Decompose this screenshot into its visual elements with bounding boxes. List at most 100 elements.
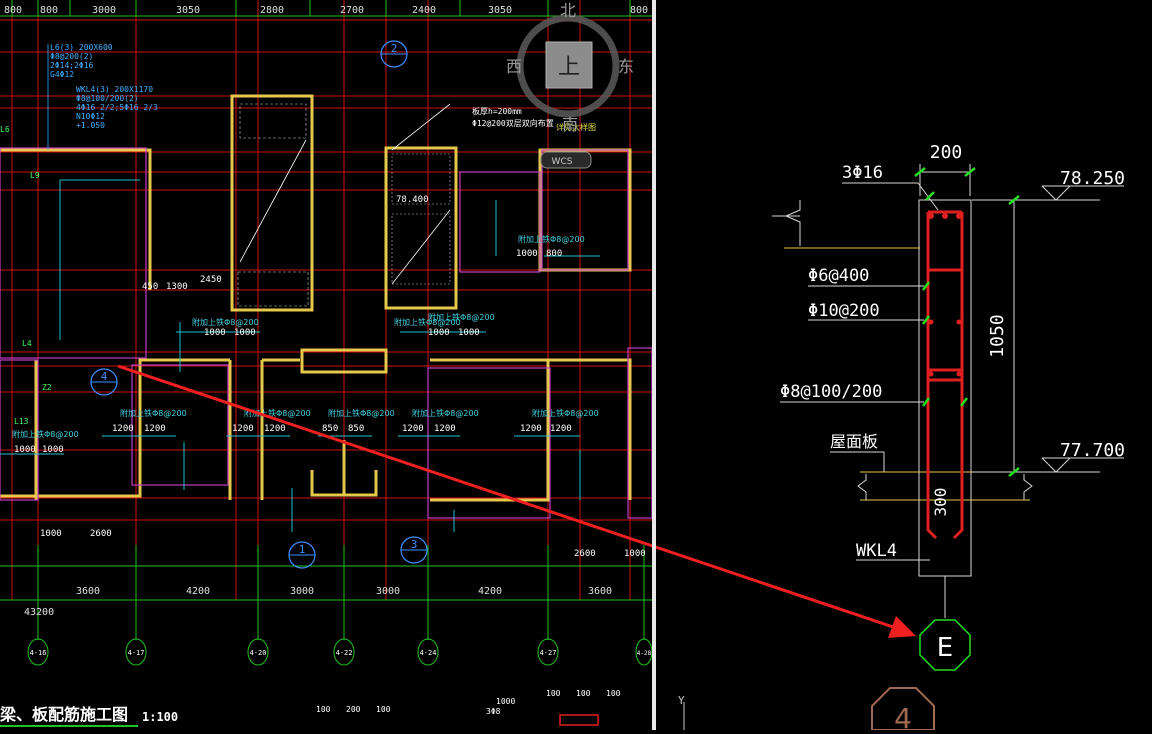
axis-bubble-label: 4-24 [420,649,437,657]
dim-text: 2700 [340,5,364,16]
axis-bubble-label: 4-20 [250,649,267,657]
beam-tag: L9 [30,171,40,180]
axis-bubble[interactable]: 4-22 [333,638,355,666]
stirrup-label: Φ8@100/200 [780,382,882,402]
bottom-misc-labels: 1000 3Φ8 100 200 100 100 100 100 [316,689,621,716]
dim-text: 3Φ8 [486,707,501,716]
rebar-label: 附加上铁Φ8@200 [518,234,585,244]
column-tag: Z2 [42,383,52,392]
grid-lines-horizontal [0,19,652,521]
axis-bubble[interactable]: 4-16 [27,638,49,666]
width-dimension: 200 [930,142,963,163]
annotation-arrow [117,364,916,638]
viewcube-face[interactable] [545,41,593,89]
dim-text: 1200 [264,424,286,434]
section-marker-3[interactable]: 3 [400,536,428,564]
rebar-label: 附加上铁Φ8@200 [12,429,79,439]
dim-text: 1200 [144,424,166,434]
height-dimension: 1050 [987,314,1008,357]
axis-label: E [937,633,953,663]
callout-line: G4Φ12 [50,70,74,79]
axis-bubble-label: 4-16 [30,649,47,657]
dimension-ticks [914,167,1020,477]
dim-text: 1000 [42,445,64,455]
rebar-label: 附加上铁Φ8@200 [412,408,479,418]
dim-text: 3000 [376,586,400,597]
viewcube-top-label[interactable]: 上 [558,55,580,80]
hatched-areas [237,103,451,307]
dim-text: 1000 [428,328,450,338]
dim-text: 2600 [90,529,112,539]
section-marker-label: 3 [411,538,418,551]
dim-text: 1200 [434,424,456,434]
axis-bubble-label: 4-27 [540,649,557,657]
beam-callout-wkl4: WKL4(3) 200X1170 Φ8@100/200(2) 4Φ16 2/2;… [76,85,158,130]
axis-bubble[interactable]: 4-24 [417,638,439,666]
callout-line: +1.050 [76,121,105,130]
section-marker-4[interactable]: 4 [90,368,118,396]
beam-tag: L4 [22,339,32,348]
beam-tag: L13 [14,417,29,426]
axis-bubble-e[interactable]: E [919,619,971,671]
right-viewport[interactable]: 200 3Φ16 78.250 Φ6@400 Φ10@200 Φ8@100/20… [656,0,1152,734]
viewcube[interactable]: 上 北 南 东 西 [506,1,634,134]
tie-rebar-label: Φ6@400 [808,266,869,286]
rebar-label: 附加上铁Φ8@200 [328,408,395,418]
side-bar-label: Φ10@200 [808,301,880,321]
dim-text: 800 [4,5,22,16]
note-line: 板厚h=200mm [472,106,522,116]
left-viewport[interactable]: 800 800 3000 3050 2800 2700 2400 3050 80… [0,0,653,727]
viewcube-ring[interactable] [516,14,620,118]
axis-bubble-label: 4-22 [336,649,353,657]
viewport-divider[interactable] [652,0,656,730]
dim-text: 1000 [516,249,538,259]
axis-bubble[interactable]: 4-20 [247,638,269,666]
top-elevation: 78.250 [1060,168,1125,189]
dim-text: 1300 [166,282,188,292]
section-marker-label: 4 [101,370,108,383]
axis-bubble[interactable]: 4-27 [537,638,559,666]
viewcube-west[interactable]: 西 [506,57,522,76]
dim-text: 1000 [204,328,226,338]
section-marker-1[interactable]: 1 [288,541,316,569]
viewcube-south[interactable]: 南 [562,115,578,134]
slab-dimension: 300 [931,488,950,517]
rebar-label: 附加上铁Φ8@200 [428,312,495,322]
section-marker-2[interactable]: 2 [380,40,408,68]
beam-label: WKL4 [856,541,897,561]
wcs-badge[interactable]: WCS [540,151,592,169]
viewcube-north[interactable]: 北 [560,1,576,20]
axis-bubble-label: 4-28 [637,650,652,657]
axis-lines [0,0,652,640]
callout-line: Φ8@100/200(2) [76,94,139,103]
dim-text: 100 [376,705,391,714]
dim-text: 4200 [478,586,502,597]
dim-text: 100 [316,705,331,714]
axis-bubble[interactable]: 4-28 [635,638,653,666]
section-marker-label: 2 [391,42,398,55]
dim-text: 2400 [412,5,436,16]
beam-callout-l6: L6(3) 200X600 Φ8@200(2) 2Φ14;2Φ16 G4Φ12 [50,43,113,79]
viewcube-east[interactable]: 东 [618,57,634,76]
dim-text: 450 [142,282,158,292]
axis-bubble[interactable]: 4-17 [125,638,147,666]
section-markers: 1 2 3 4 [90,40,428,569]
elevation-mark: 78.400 [396,195,429,205]
detail-marker-label: 4 [894,702,912,730]
dim-text: 1000 [458,328,480,338]
rebar-lines [0,179,600,532]
rebar-label: 附加上铁Φ8@200 [244,408,311,418]
beam-outlines [0,147,653,519]
dim-text: 3600 [76,586,100,597]
dim-text: 2800 [260,5,284,16]
top-rebar-label: 3Φ16 [842,163,883,183]
stair-note: 详见大样图 [556,122,596,132]
misc-labels: L9 L4 L13 Z2 L6 [0,125,52,426]
dim-text: 1000 [234,328,256,338]
callout-line: 2Φ14;2Φ16 [50,61,94,70]
note-line: Φ12@200双层双向布置 [472,118,554,128]
legend-swatch [559,714,599,726]
section-marker-label: 1 [299,543,306,556]
